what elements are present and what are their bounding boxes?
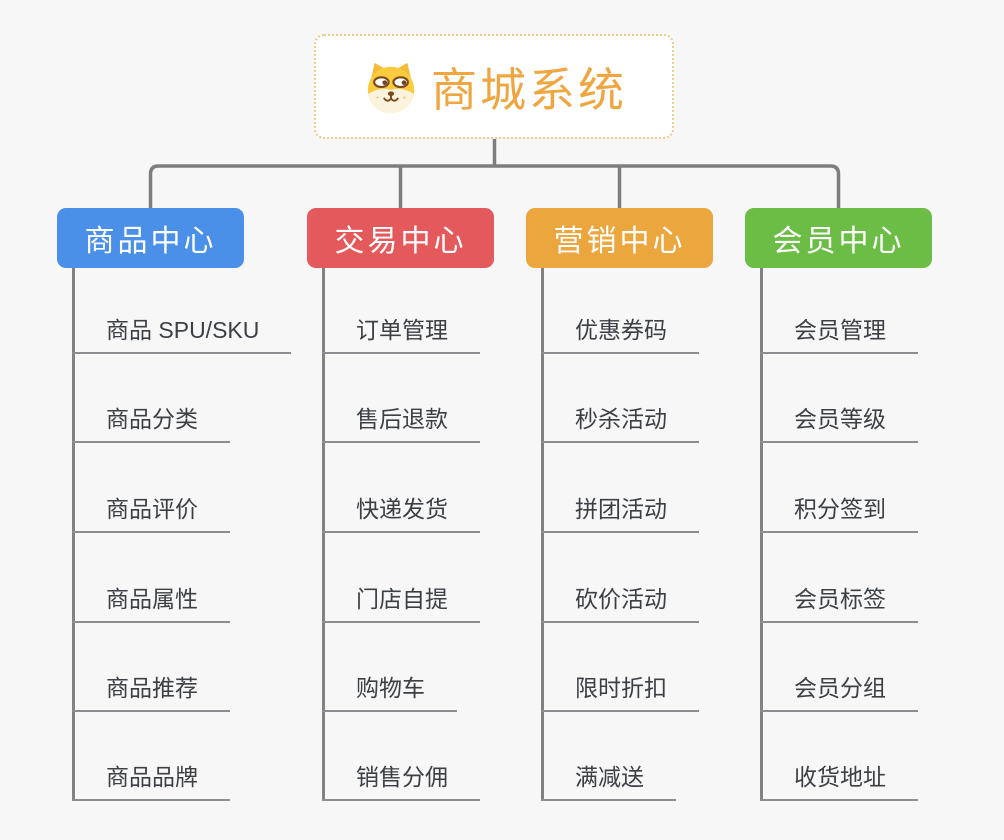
leaf-label: 会员标签: [794, 586, 886, 612]
leaf-node[interactable]: 拼团活动: [541, 483, 699, 533]
leaf-node[interactable]: 收货地址: [760, 751, 918, 801]
leaf-label: 会员等级: [794, 406, 886, 432]
leaf-node[interactable]: 砍价活动: [541, 573, 699, 623]
leaf-label: 商品 SPU/SKU: [106, 317, 260, 343]
leaf-label: 商品推荐: [106, 675, 198, 701]
horizontal-rail-line: [148, 164, 841, 208]
leaf-node[interactable]: 商品 SPU/SKU: [72, 304, 292, 354]
leaf-label: 购物车: [356, 675, 425, 701]
branch-node-member-center[interactable]: 会员中心: [745, 208, 932, 268]
leaf-node[interactable]: 会员等级: [760, 393, 918, 443]
leaf-node[interactable]: 商品品牌: [72, 751, 230, 801]
leaf-label: 商品属性: [106, 586, 198, 612]
leaf-node[interactable]: 购物车: [322, 662, 457, 712]
leaf-label: 限时折扣: [575, 675, 667, 701]
leaf-node[interactable]: 门店自提: [322, 573, 480, 623]
branch-trunk-line: [72, 268, 75, 800]
branch-trade-center: 交易中心 订单管理 售后退款 快递发货 门店自提 购物车 销售分佣: [307, 208, 494, 801]
root-title: 商城系统: [431, 63, 627, 116]
branch-trunk-line: [760, 268, 763, 800]
leaf-node[interactable]: 优惠券码: [541, 304, 699, 354]
leaf-label: 商品评价: [106, 496, 198, 522]
branch-node-trade-center[interactable]: 交易中心: [307, 208, 494, 268]
leaf-label: 订单管理: [356, 317, 448, 343]
leaf-label: 售后退款: [356, 406, 448, 432]
leaf-node[interactable]: 限时折扣: [541, 662, 699, 712]
branch-product-center: 商品中心 商品 SPU/SKU 商品分类 商品评价 商品属性 商品推荐 商品品牌: [57, 208, 292, 801]
leaf-node[interactable]: 快递发货: [322, 483, 480, 533]
leaf-node[interactable]: 商品属性: [72, 573, 230, 623]
leaf-node[interactable]: 会员分组: [760, 662, 918, 712]
branch-marketing-center: 营销中心 优惠券码 秒杀活动 拼团活动 砍价活动 限时折扣 满减送: [526, 208, 713, 801]
leaf-node[interactable]: 会员标签: [760, 573, 918, 623]
leaf-label: 满减送: [575, 764, 644, 790]
leaf-label: 秒杀活动: [575, 406, 667, 432]
leaf-node[interactable]: 会员管理: [760, 304, 918, 354]
leaf-node[interactable]: 商品评价: [72, 483, 230, 533]
leaf-label: 优惠券码: [575, 317, 667, 343]
leaf-label: 商品品牌: [106, 764, 198, 790]
branch-node-marketing-center[interactable]: 营销中心: [526, 208, 713, 268]
leaf-label: 会员分组: [794, 675, 886, 701]
leaf-label: 快递发货: [356, 496, 448, 522]
root-node[interactable]: 商城系统: [314, 34, 674, 139]
leaf-node[interactable]: 积分签到: [760, 483, 918, 533]
leaf-label: 会员管理: [794, 317, 886, 343]
leaf-node[interactable]: 商品分类: [72, 393, 230, 443]
leaf-label: 收货地址: [794, 764, 886, 790]
leaf-label: 砍价活动: [575, 586, 667, 612]
shiba-dog-icon: [367, 62, 415, 113]
leaf-label: 门店自提: [356, 586, 448, 612]
leaf-node[interactable]: 销售分佣: [322, 751, 480, 801]
leaf-label: 积分签到: [794, 496, 886, 522]
branch-member-center: 会员中心 会员管理 会员等级 积分签到 会员标签 会员分组 收货地址: [745, 208, 932, 801]
branch-trunk-line: [322, 268, 325, 800]
branch-trunk-line: [541, 268, 544, 800]
leaf-node[interactable]: 满减送: [541, 751, 676, 801]
leaf-label: 拼团活动: [575, 496, 667, 522]
leaf-node[interactable]: 秒杀活动: [541, 393, 699, 443]
branch-node-product-center[interactable]: 商品中心: [57, 208, 244, 268]
leaf-node[interactable]: 售后退款: [322, 393, 480, 443]
leaf-label: 销售分佣: [356, 764, 448, 790]
leaf-label: 商品分类: [106, 406, 198, 432]
leaf-node[interactable]: 商品推荐: [72, 662, 230, 712]
leaf-node[interactable]: 订单管理: [322, 304, 480, 354]
